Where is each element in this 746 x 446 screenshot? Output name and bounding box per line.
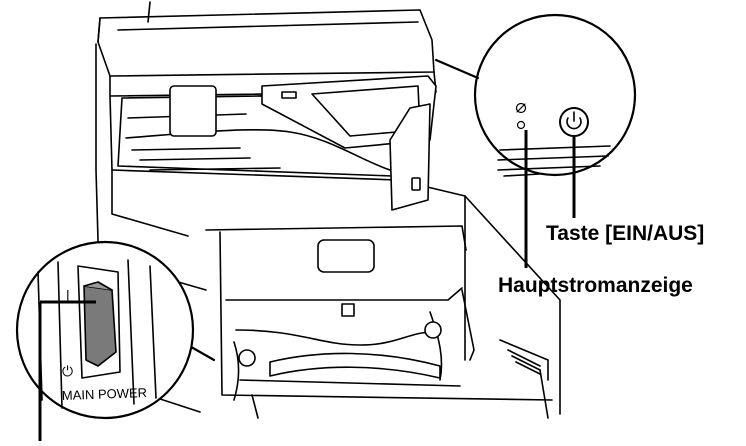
copier-body — [95, 43, 561, 415]
main-power-indicator-label: Hauptstromanzeige — [498, 274, 693, 297]
open-front-cover — [205, 225, 553, 419]
main-power-switch-text: MAIN POWER — [62, 385, 148, 403]
main-power-indicator — [515, 102, 527, 130]
power-button-label: Taste [EIN/AUS] — [546, 222, 705, 245]
switch-off-mark: ⏻ — [62, 363, 73, 379]
main-power-switch[interactable] — [77, 265, 121, 379]
power-button-callout-circle — [434, 13, 637, 177]
main-power-switch-leader — [38, 300, 96, 441]
control-panel — [261, 75, 437, 211]
switch-markings: | ⏻ MAIN POWER — [62, 287, 148, 403]
power-button[interactable] — [559, 107, 589, 137]
switch-on-mark: | — [66, 287, 70, 303]
document-feeder — [97, 1, 437, 97]
